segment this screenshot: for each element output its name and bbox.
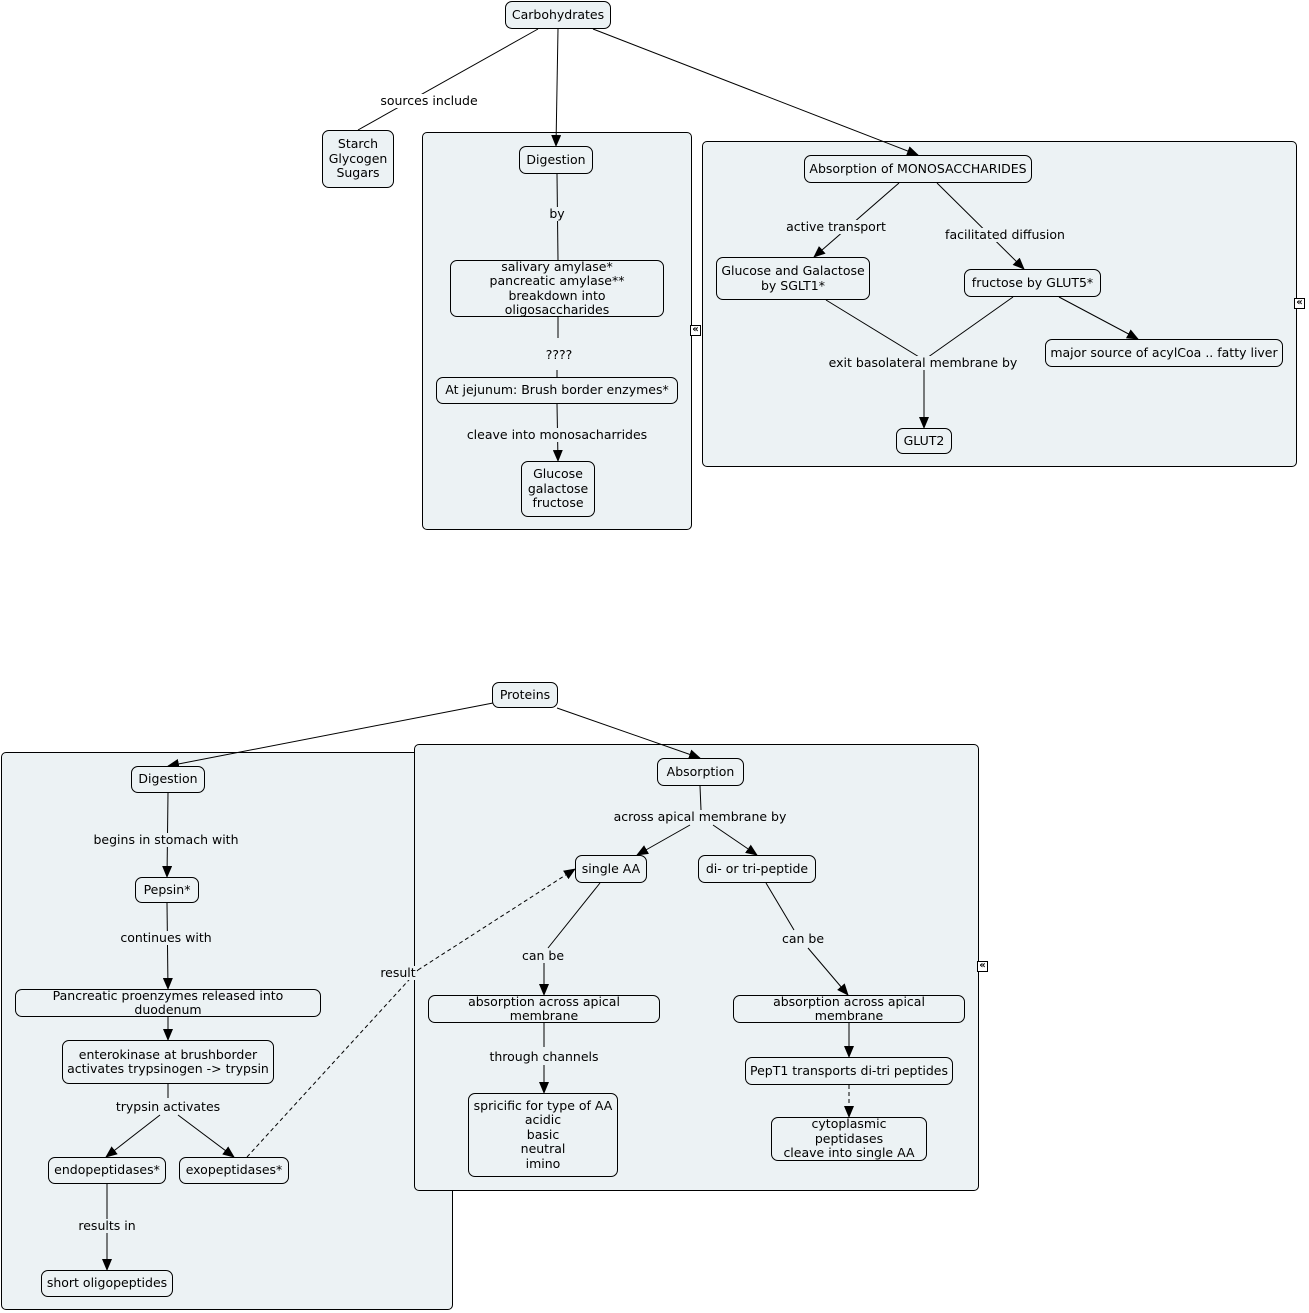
collapse-arrows-icon[interactable]: « — [690, 325, 701, 336]
amylase-node[interactable]: salivary amylase* pancreatic amylase** b… — [450, 259, 664, 317]
monosaccharides-node[interactable]: Glucose galactose fructose — [521, 461, 595, 517]
link-canbe-apical2 — [807, 947, 849, 996]
carbs-absorption-panel — [702, 141, 1297, 467]
link-peptide-canbe — [765, 882, 795, 931]
protein-absorption-node[interactable]: Absorption — [657, 758, 744, 786]
link-singleaa-canbe — [547, 882, 601, 949]
result-label: result — [380, 965, 416, 980]
exit-basolateral-label: exit basolateral membrane by — [828, 355, 1018, 370]
facilitated-diffusion-label: facilitated diffusion — [945, 227, 1065, 242]
link-absorption-apical — [699, 785, 702, 811]
can-be-peptide-label: can be — [781, 931, 825, 946]
specific-aa-node[interactable]: spricific for type of AA acidic basic ne… — [468, 1093, 618, 1177]
sglt1-node[interactable]: Glucose and Galactose by SGLT1* — [716, 257, 870, 300]
collapse-arrows-icon[interactable]: « — [977, 961, 988, 972]
cleave-label: cleave into monosacharrides — [466, 427, 648, 442]
acylcoa-node[interactable]: major source of acylCoa .. fatty liver — [1045, 339, 1283, 367]
carbohydrates-node[interactable]: Carbohydrates — [505, 1, 611, 29]
proenzymes-node[interactable]: Pancreatic proenzymes released into duod… — [15, 988, 321, 1017]
begins-stomach-label: begins in stomach with — [93, 832, 239, 847]
apical-absorption-peptide-node[interactable]: absorption across apical membrane — [733, 994, 965, 1023]
di-tri-peptide-node[interactable]: di- or tri-peptide — [698, 855, 816, 883]
endopeptidases-node[interactable]: endopeptidases* — [48, 1157, 166, 1184]
trypsin-activates-label: trypsin activates — [115, 1099, 221, 1114]
link-carbs-absorption — [592, 28, 919, 156]
link-abs-facilitated — [936, 182, 1025, 270]
continues-with-label: continues with — [120, 930, 212, 945]
pepsin-node[interactable]: Pepsin* — [135, 877, 199, 903]
carb-sources-node[interactable]: Starch Glycogen Sugars — [322, 130, 394, 188]
glut5-node[interactable]: fructose by GLUT5* — [964, 269, 1101, 297]
link-apical-peptide — [712, 824, 758, 856]
glut2-node[interactable]: GLUT2 — [896, 428, 952, 454]
active-transport-label: active transport — [786, 219, 886, 234]
single-aa-node[interactable]: single AA — [575, 855, 647, 883]
carb-absorption-node[interactable]: Absorption of MONOSACCHARIDES — [804, 155, 1032, 183]
proteins-node[interactable]: Proteins — [492, 682, 558, 708]
protein-digestion-node[interactable]: Digestion — [131, 766, 205, 793]
link-sglt1-exit — [825, 299, 925, 361]
pept1-node[interactable]: PepT1 transports di-tri peptides — [745, 1057, 953, 1085]
link-result-singleaa-dashed — [417, 868, 576, 971]
sources-include-label: sources include — [380, 93, 478, 108]
carb-digestion-node[interactable]: Digestion — [519, 146, 593, 174]
link-glut5-exit — [923, 296, 1014, 361]
link-exo-result-dashed — [246, 969, 419, 1158]
link-carbs-digestion — [551, 28, 562, 147]
enterokinase-node[interactable]: enterokinase at brushborder activates tr… — [62, 1040, 274, 1084]
across-apical-label: across apical membrane by — [613, 809, 787, 824]
oligopeptides-node[interactable]: short oligopeptides — [41, 1270, 173, 1297]
link-proteins-digestion — [167, 702, 494, 769]
link-proteins-absorption — [556, 707, 701, 760]
through-channels-label: through channels — [489, 1049, 599, 1064]
link-carbs-sources — [357, 28, 539, 131]
link-trypsin-exo — [177, 1114, 235, 1158]
exopeptidases-node[interactable]: exopeptidases* — [179, 1157, 289, 1184]
can-be-aa-label: can be — [521, 948, 565, 963]
results-in-label: results in — [78, 1218, 136, 1233]
unknown-label: ???? — [545, 347, 573, 362]
link-apical-singleaa — [636, 824, 691, 856]
apical-absorption-aa-node[interactable]: absorption across apical membrane — [428, 994, 660, 1023]
by-label: by — [549, 206, 565, 221]
brush-border-node[interactable]: At jejunum: Brush border enzymes* — [436, 377, 678, 404]
collapse-arrows-icon[interactable]: « — [1294, 298, 1305, 309]
link-trypsin-endo — [105, 1114, 161, 1158]
cytoplasmic-peptidases-node[interactable]: cytoplasmic peptidases cleave into singl… — [771, 1117, 927, 1161]
link-pepsin-proenzymes — [162, 902, 173, 990]
link-glut5-acylcoa — [1058, 296, 1139, 340]
